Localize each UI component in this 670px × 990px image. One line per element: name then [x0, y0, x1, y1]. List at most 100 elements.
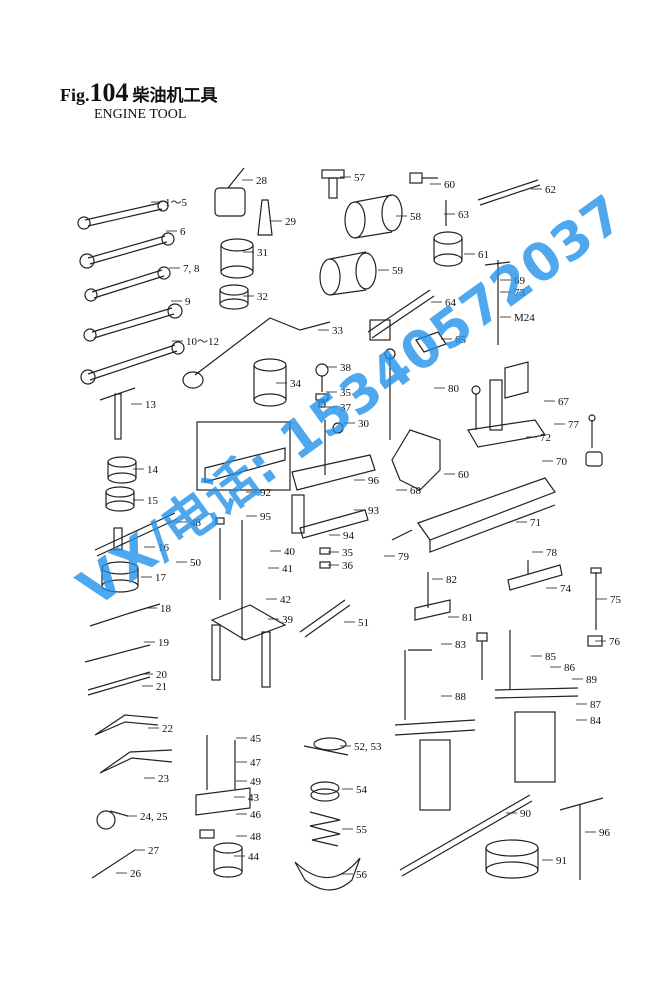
part-label-35b: 35: [342, 547, 354, 559]
part-label-36: 36: [342, 560, 354, 572]
part-label-10-12: 10～12: [186, 336, 219, 348]
part-label-41: 41: [282, 563, 293, 575]
part-label-83: 83: [455, 639, 467, 651]
stand-67-72: [467, 361, 547, 448]
bolts-35-38: [315, 363, 329, 408]
part-label-76: 76: [609, 636, 621, 648]
ring-54: [310, 781, 340, 802]
part-label-75: 75: [610, 594, 622, 606]
part-label-90: 90: [520, 808, 532, 820]
part-label-M24: M24: [514, 312, 535, 324]
part-label-9: 9: [185, 296, 191, 308]
tool-20-21: [87, 671, 151, 696]
t-bolt-57: [321, 169, 345, 199]
eyebolt-24-25: [96, 810, 129, 830]
part-label-7-8: 7, 8: [183, 263, 200, 275]
part-label-87: 87: [590, 699, 602, 711]
part-label-92: 92: [260, 487, 271, 499]
part-label-19: 19: [158, 637, 170, 649]
bolt-80: [471, 385, 481, 430]
part-label-69: 69: [514, 275, 526, 287]
part-label-88: 88: [455, 691, 467, 703]
part-label-94: 94: [343, 530, 355, 542]
part-label-31: 31: [257, 247, 268, 259]
socket-14: [107, 456, 137, 484]
spring-55: [309, 811, 341, 847]
pin-77: [588, 414, 596, 448]
part-label-32: 32: [257, 291, 268, 303]
inset-box: [196, 421, 291, 491]
part-label-78: 78: [546, 547, 558, 559]
part-label-85: 85: [545, 651, 557, 663]
ring-91: [485, 839, 539, 879]
stud-66: [384, 348, 396, 440]
engine-section-84-89: [494, 630, 579, 783]
bar-90: [399, 794, 533, 877]
pliers-22: [94, 714, 159, 736]
screwdriver-18: [89, 603, 161, 627]
part-label-1-5: 1～5: [165, 197, 187, 209]
part-label-89: 89: [586, 674, 598, 686]
part-label-61: 61: [478, 249, 489, 261]
part-label-14: 14: [147, 464, 159, 476]
fixture-92-96: [291, 454, 376, 539]
wrench-7-8: [84, 266, 171, 302]
pliers-23: [99, 749, 173, 774]
part-label-35a: 35: [340, 387, 352, 399]
part-label-21: 21: [156, 681, 167, 693]
engine-section-88: [394, 649, 476, 811]
part-label-17: 17: [155, 572, 167, 584]
part-label-45: 45: [250, 733, 262, 745]
part-label-65: 65: [455, 334, 467, 346]
part-label-81: 81: [462, 612, 473, 624]
part-label-15: 15: [147, 495, 159, 507]
puller-39-42: [210, 520, 287, 688]
part-label-34: 34: [290, 378, 302, 390]
part-label-58: 58: [410, 211, 422, 223]
part-label-54: 54: [356, 784, 368, 796]
bracket-81-82: [414, 572, 451, 621]
part-label-28: 28: [256, 175, 268, 187]
part-label-59: 59: [392, 265, 404, 277]
bolt-83: [476, 632, 488, 680]
bearing-56: [294, 857, 361, 891]
nozzle-29: [257, 199, 273, 236]
part-label-82: 82: [446, 574, 457, 586]
part-label-46: 46: [250, 809, 262, 821]
part-label-40: 40: [284, 546, 296, 558]
part-label-44: 44: [248, 851, 260, 863]
part-label-52-53: 52, 53: [354, 741, 382, 753]
part-label-64: 64: [445, 297, 457, 309]
part-label-50: 50: [190, 557, 202, 569]
grease-gun-28: [214, 167, 246, 217]
part-label-47: 47: [250, 757, 262, 769]
roller-59: [319, 251, 377, 296]
socket-17: [101, 561, 139, 593]
bolt-60: [409, 172, 438, 184]
ring-52-53: [303, 737, 349, 756]
spacer-61: [433, 231, 463, 267]
part-label-74: 74: [560, 583, 572, 595]
fig-prefix: Fig.: [60, 85, 90, 105]
bar-74: [507, 560, 563, 591]
fig-number: 104: [89, 78, 129, 107]
part-label-26: 26: [130, 868, 142, 880]
part-label-38: 38: [340, 362, 352, 374]
socket-15: [105, 486, 135, 512]
part-label-57: 57: [354, 172, 366, 184]
wrench-1-5: [77, 200, 169, 230]
wrench-9: [83, 303, 183, 342]
bracket-68: [391, 429, 441, 491]
pin-19: [84, 644, 151, 663]
part-label-60b: 60: [458, 469, 470, 481]
part-label-43: 43: [248, 792, 260, 804]
part-label-6: 6: [180, 226, 186, 238]
part-label-16: 16: [158, 542, 170, 554]
part-label-33: 33: [332, 325, 344, 337]
tool-51: [299, 599, 351, 638]
part-label-30: 30: [358, 418, 370, 430]
part-label-39: 39: [282, 614, 294, 626]
